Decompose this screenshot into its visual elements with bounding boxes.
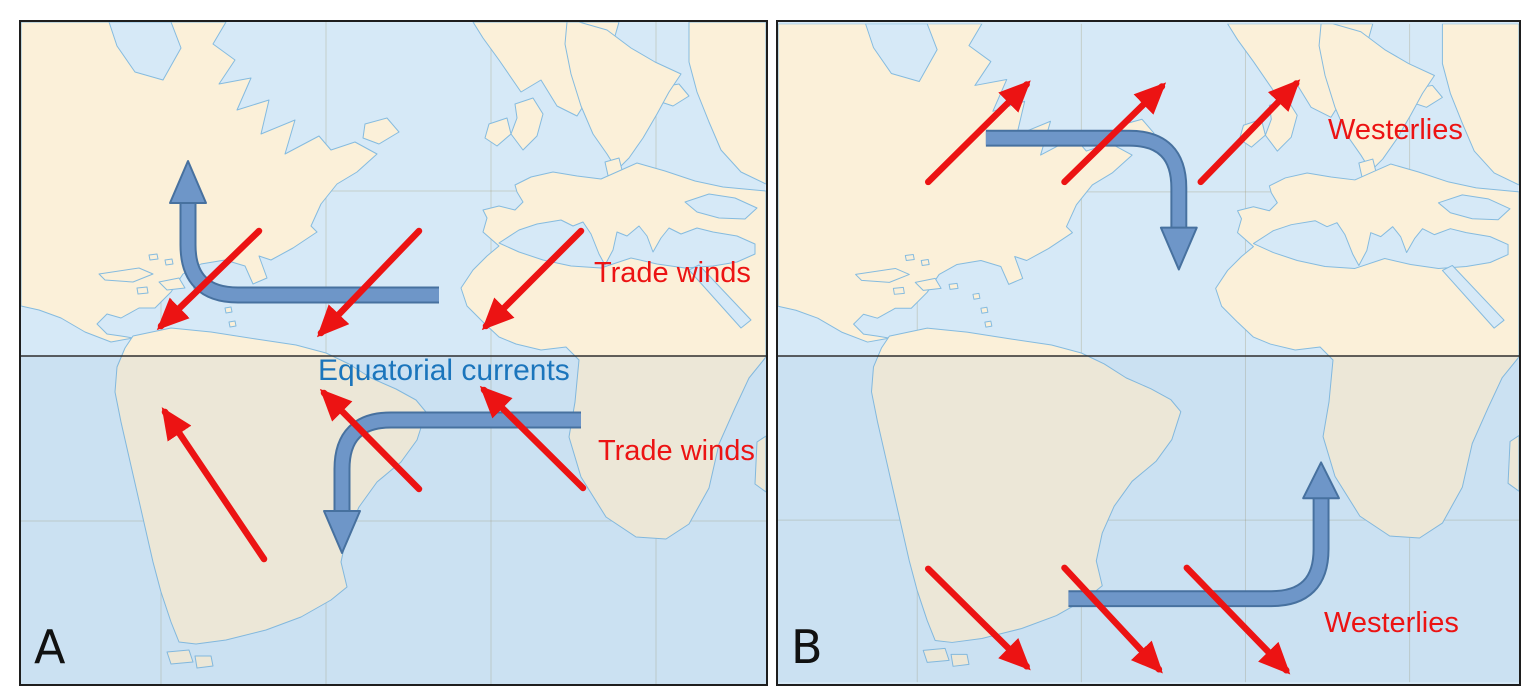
southeast-trade-wind-arrows xyxy=(161,385,587,563)
south-atlantic-benguela-current-arrow xyxy=(1068,461,1340,608)
southern-westerlies-arrows xyxy=(924,564,1291,675)
panel-b-westerlies: Westerlies Westerlies B xyxy=(776,20,1521,686)
trade-winds-label-south: Trade winds xyxy=(598,435,755,467)
panel-a-trade-winds: Trade winds Equatorial currents Trade wi… xyxy=(19,20,768,686)
panel-b-label: B xyxy=(791,620,823,674)
north-atlantic-canary-current-arrow xyxy=(985,129,1198,271)
panel-a-label: A xyxy=(34,620,66,674)
equatorial-currents-label: Equatorial currents xyxy=(318,354,570,387)
panel-b-map xyxy=(778,22,1519,684)
westerlies-label-south: Westerlies xyxy=(1324,607,1459,639)
north-equatorial-gulf-stream-current-arrow xyxy=(169,160,439,304)
northeast-trade-wind-arrows xyxy=(156,227,585,338)
northern-westerlies-arrows xyxy=(924,79,1301,186)
trade-winds-label-north: Trade winds xyxy=(594,257,751,289)
panel-a-map xyxy=(21,22,766,684)
westerlies-label-north: Westerlies xyxy=(1328,114,1463,146)
south-equatorial-brazil-current-arrow xyxy=(323,411,581,554)
